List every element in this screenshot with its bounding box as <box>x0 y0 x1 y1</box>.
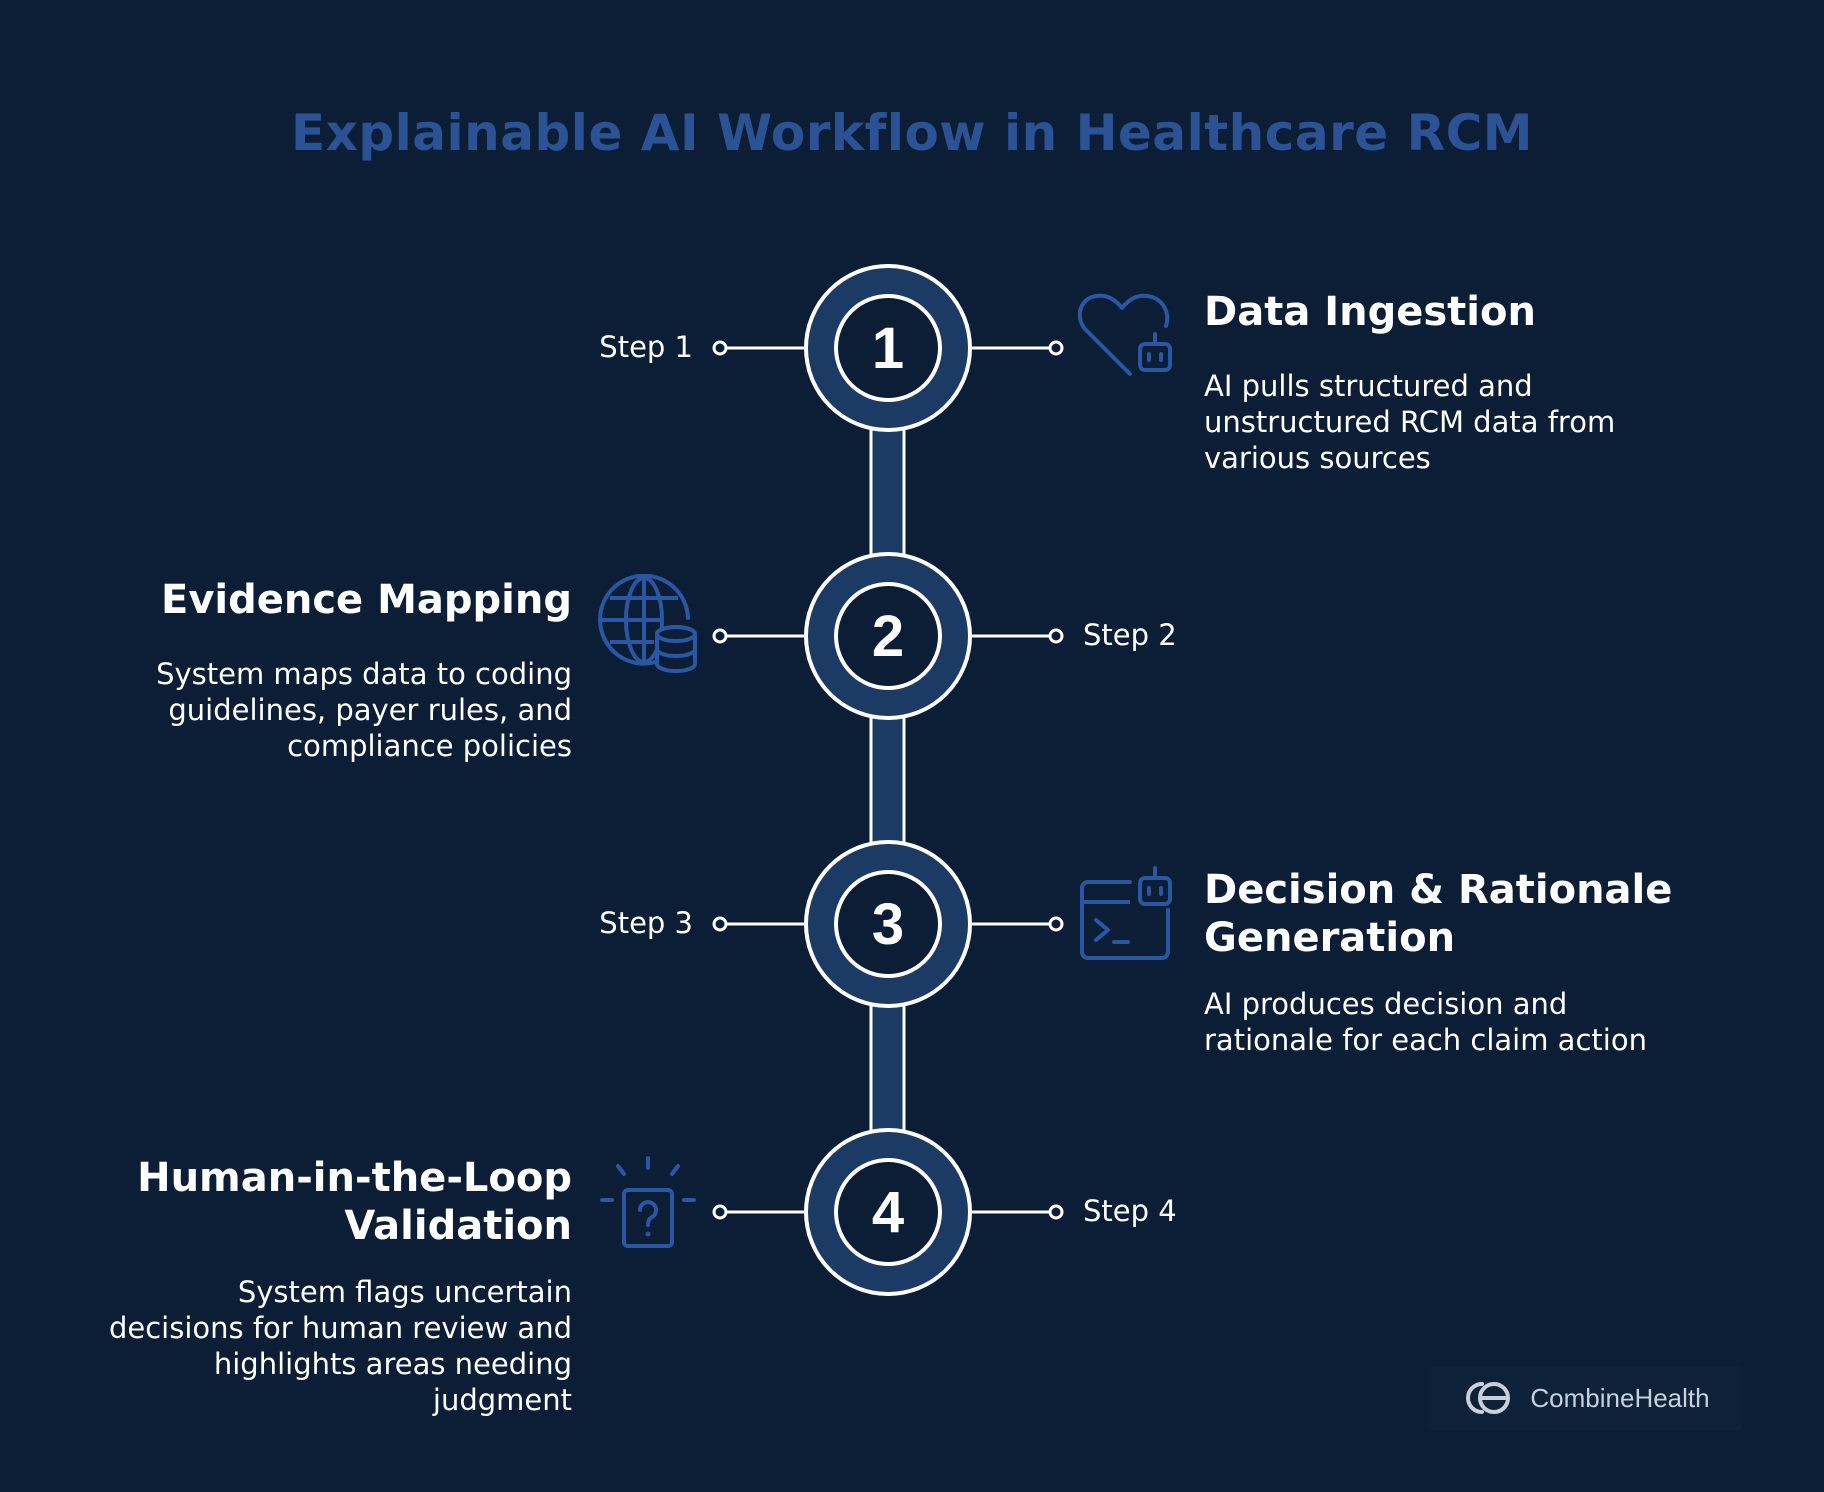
step-4-number: 4 <box>872 1180 904 1245</box>
terminal-robot-icon <box>1080 866 1172 960</box>
combinehealth-logo: CombineHealth <box>1428 1366 1742 1430</box>
step-4-node <box>712 1128 1064 1296</box>
step-4-label: Step 4 <box>1083 1194 1177 1228</box>
step-2-label: Step 2 <box>1083 618 1177 652</box>
question-alert-icon <box>600 1156 696 1248</box>
step-4-heading: Human-in-the-Loop Validation <box>137 1155 572 1249</box>
connector-1-2 <box>869 418 906 562</box>
step-3-node <box>712 840 1064 1008</box>
step-2-description: System maps data to coding guidelines, p… <box>156 657 572 763</box>
step-1-node <box>712 264 1064 432</box>
step-3-heading: Decision & Rationale Generation <box>1204 867 1673 961</box>
heart-robot-icon <box>1078 293 1172 376</box>
step-3-number: 3 <box>872 892 904 957</box>
step-1-number: 1 <box>872 316 904 381</box>
step-3-label: Step 3 <box>599 906 693 940</box>
connector-2-3 <box>869 706 906 850</box>
step-2-heading: Evidence Mapping <box>161 577 572 623</box>
step-4-description: System flags uncertain decisions for hum… <box>108 1275 572 1417</box>
combinehealth-logo-icon <box>1466 1382 1511 1414</box>
step-1-label: Step 1 <box>599 330 693 364</box>
logo-text: CombineHealth <box>1530 1382 1710 1413</box>
step-2-number: 2 <box>872 604 904 669</box>
step-3-description: AI produces decision and rationale for e… <box>1204 987 1647 1057</box>
connector-3-4 <box>869 994 906 1138</box>
step-1-heading: Data Ingestion <box>1204 289 1536 335</box>
step-1-description: AI pulls structured and unstructured RCM… <box>1204 369 1616 475</box>
globe-database-icon <box>598 574 697 673</box>
page-title: Explainable AI Workflow in Healthcare RC… <box>290 104 1534 162</box>
step-2-node <box>712 552 1064 720</box>
